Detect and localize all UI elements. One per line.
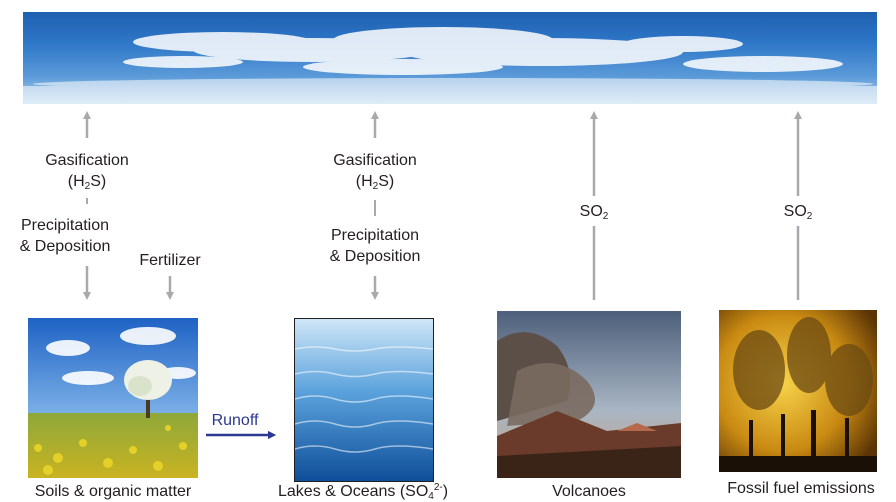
col4-so2-label: SO2: [783, 203, 813, 222]
sky-banner: [23, 12, 877, 104]
runoff-label: Runoff: [211, 412, 259, 429]
volcano-photo: [497, 311, 681, 478]
lakes-oceans-photo: [294, 318, 434, 482]
col3-so2-label: SO2: [579, 203, 609, 222]
fossil-fuel-photo: [719, 310, 877, 472]
col1-gasification-label: Gasification (H2S): [45, 152, 129, 192]
col1-precipitation-label: Precipitation & Deposition: [19, 217, 111, 255]
fossil-fuel-caption: Fossil fuel emissions: [727, 480, 875, 497]
soils-photo: [28, 318, 198, 478]
col1-fertilizer-label: Fertilizer: [139, 252, 201, 269]
soils-caption: Soils & organic matter: [34, 483, 192, 500]
col2-gasification-label: Gasification (H2S): [333, 152, 417, 192]
sky-clouds-image: [23, 27, 877, 104]
col2-precipitation-label: Precipitation & Deposition: [329, 227, 421, 265]
volcanoes-caption: Volcanoes: [552, 483, 626, 500]
lakes-caption: Lakes & Oceans (SO42-): [278, 482, 449, 502]
